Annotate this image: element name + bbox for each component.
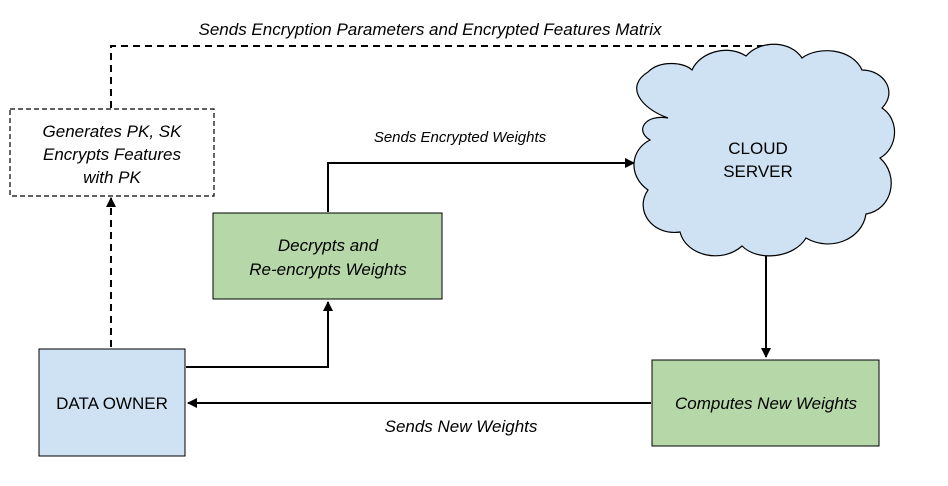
node-keygen-box bbox=[9, 108, 215, 197]
edge-decrypt-to-cloud bbox=[327, 158, 635, 212]
node-compute-box bbox=[651, 359, 880, 447]
node-keygen: Generates PK, SK Encrypts Features with … bbox=[9, 108, 215, 197]
node-decrypt-box bbox=[212, 212, 443, 300]
node-compute: Computes New Weights bbox=[651, 359, 880, 447]
edge-label-new-weights: Sends New Weights bbox=[385, 417, 538, 436]
node-cloud-line-2: SERVER bbox=[723, 162, 793, 181]
node-keygen-line-2: Encrypts Features bbox=[43, 145, 181, 164]
node-compute-label: Computes New Weights bbox=[675, 394, 858, 413]
node-decrypt: Decrypts and Re-encrypts Weights bbox=[212, 212, 443, 300]
node-data-owner-label: DATA OWNER bbox=[56, 394, 168, 413]
edge-label-encryption-params: Sends Encryption Parameters and Encrypte… bbox=[199, 20, 662, 39]
node-decrypt-line-1: Decrypts and bbox=[278, 236, 379, 255]
node-data-owner: DATA OWNER bbox=[38, 348, 186, 457]
node-keygen-line-1: Generates PK, SK bbox=[43, 122, 183, 141]
node-data-owner-box bbox=[38, 348, 186, 457]
node-keygen-line-3: with PK bbox=[83, 168, 141, 187]
node-cloud: CLOUD SERVER bbox=[633, 43, 896, 257]
cloud-shape bbox=[633, 43, 896, 257]
node-cloud-line-1: CLOUD bbox=[728, 139, 788, 158]
edge-label-encrypted-weights: Sends Encrypted Weights bbox=[374, 129, 547, 146]
node-decrypt-line-2: Re-encrypts Weights bbox=[249, 260, 407, 279]
edge-owner-to-decrypt bbox=[186, 301, 333, 368]
